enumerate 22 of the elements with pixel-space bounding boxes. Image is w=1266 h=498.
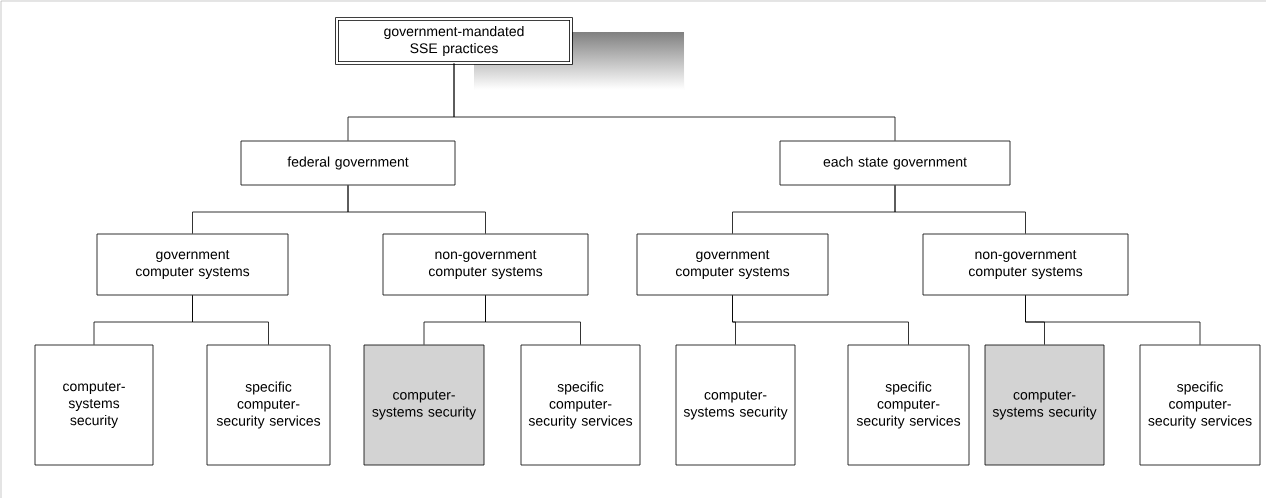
connector (192, 295, 269, 345)
leaf-box: computer-systems security (675, 344, 796, 466)
category-box: government computer systems (636, 233, 829, 296)
connector (894, 185, 1026, 234)
category-box: non-government computer systems (382, 233, 589, 296)
connector (1025, 295, 1201, 345)
category-box: government computer systems (96, 233, 289, 296)
category-box: non-government computer systems (922, 233, 1129, 296)
connector (453, 63, 896, 141)
category-box: federal government (240, 140, 456, 186)
connector (347, 185, 486, 234)
leaf-box: specific computer-security services (520, 344, 641, 466)
title-box: government-mandated SSE practices (335, 17, 573, 65)
connector (732, 295, 909, 345)
leaf-box: computer-systems security (984, 344, 1105, 466)
leaf-box: specific computer-security services (1139, 344, 1261, 466)
leaf-box: specific computer-security services (206, 344, 331, 466)
category-box: each state government (779, 140, 1011, 186)
leaf-box: computer-systems security (34, 344, 154, 466)
leaf-box: computer-systems security (363, 344, 485, 466)
connector (485, 295, 581, 345)
leaf-box: specific computer-security services (847, 344, 970, 466)
